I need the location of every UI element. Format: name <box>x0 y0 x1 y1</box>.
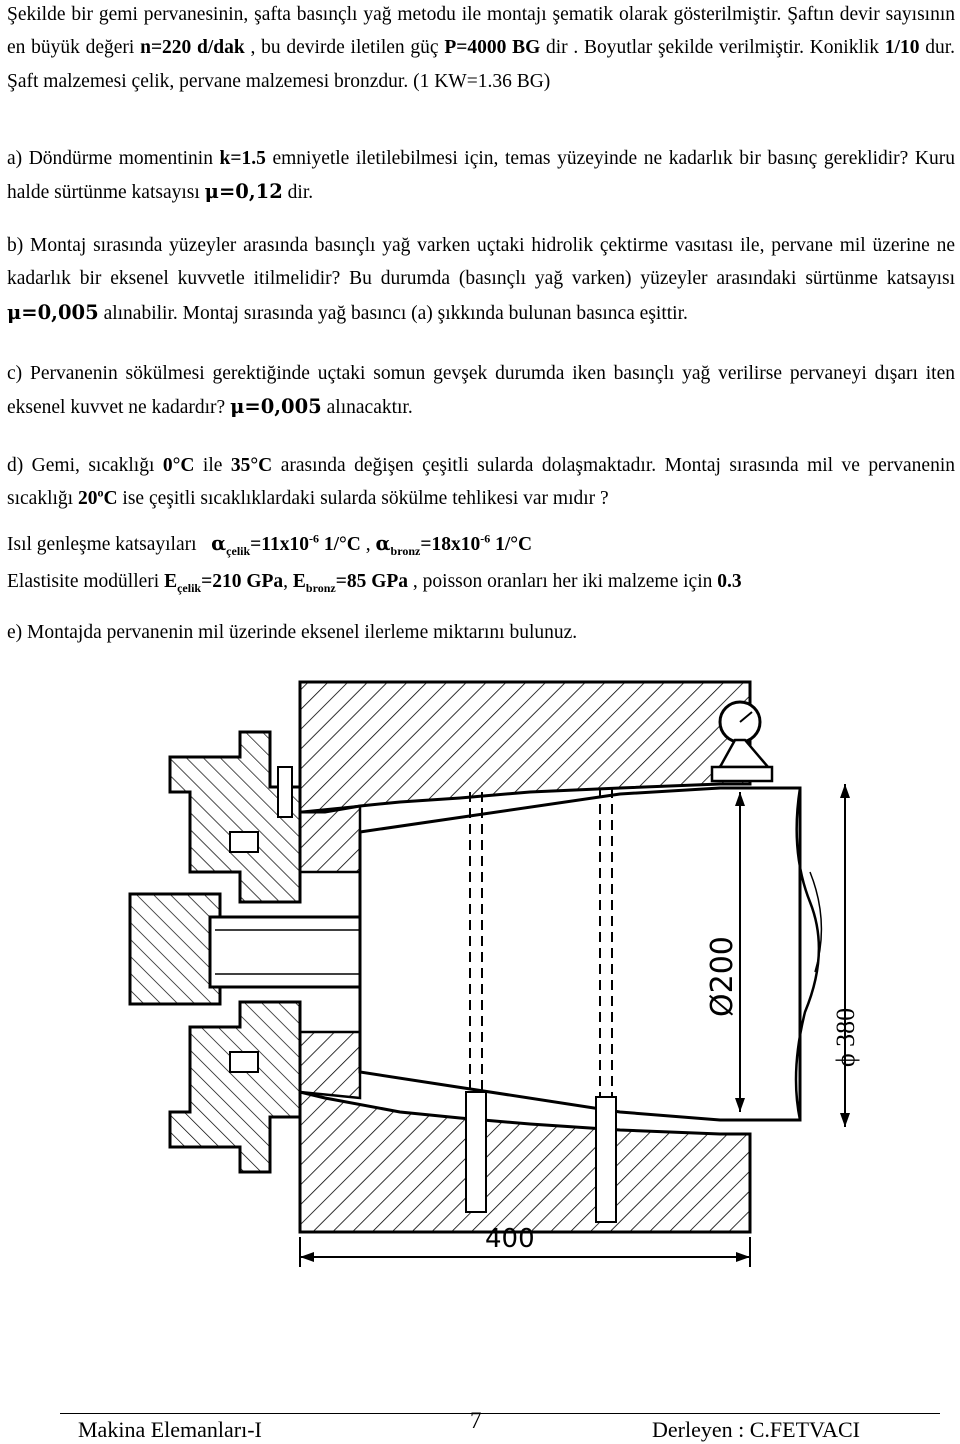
footer-rule <box>60 1413 940 1414</box>
E-bronze-value: =85 GPa <box>335 571 409 592</box>
page-number: 7 <box>470 1408 482 1433</box>
bronze-alpha-value: =18x10 <box>420 534 481 555</box>
E-steel-value: =210 GPa <box>201 571 284 592</box>
safety-factor: k=1.5 <box>219 148 266 169</box>
end-cap <box>168 730 302 1174</box>
qd-text-4: ise çeşitli sıcaklıklardaki sularda sökü… <box>117 488 609 510</box>
temp-assembly-unit: C <box>103 488 118 510</box>
poisson-text: , poisson oranları her iki malzeme için <box>408 571 718 592</box>
propeller-hub <box>298 680 752 1234</box>
intro-text-4: dur. Şaft malzemesi çelik, pervane malze… <box>7 37 955 92</box>
elasticity-sep: , <box>283 571 293 592</box>
qd-text-2: ile <box>194 455 231 476</box>
shaft <box>358 786 823 1122</box>
temp-assembly: 20oC <box>77 485 118 510</box>
temp-max: 35°C <box>230 455 273 476</box>
question-b: b) Montaj sırasında yüzeyler arasında ba… <box>7 229 955 330</box>
elasticity-label: Elastisite modülleri <box>7 571 165 592</box>
taper-value: 1/10 <box>884 37 920 59</box>
dim-inner-label: Ø200 <box>705 936 740 1017</box>
question-a: a) Döndürme momentinin k=1.5 emniyetle i… <box>7 142 955 210</box>
friction-dry: μ=0,12 <box>204 180 283 204</box>
thermal-label: Isıl genleşme katsayıları <box>7 534 197 555</box>
E-bronze-sub: bronz <box>305 580 336 595</box>
steel-alpha-value: =11x10 <box>250 534 309 555</box>
bronze-alpha-unit: 1/°C <box>490 534 533 555</box>
alpha-symbol-bronze: α <box>375 532 391 555</box>
intro-text-3: dir . Boyutlar şekilde verilmiştir. Koni… <box>540 37 885 59</box>
question-c: c) Pervanenin sökülmesi gerektiğinde uçt… <box>7 357 955 425</box>
intro-paragraph: Şekilde bir gemi pervanesinin, şafta bas… <box>7 0 955 98</box>
qc-text-2: alınacaktır. <box>321 397 413 419</box>
qe-text: e) Montajda pervanenin mil üzerinde ekse… <box>7 622 578 643</box>
qc-text-1: c) Pervanenin sökülmesi gerektiğinde uçt… <box>7 363 955 419</box>
question-d: d) Gemi, sıcaklığı 0°C ile 35°C arasında… <box>7 449 955 516</box>
oil-channels <box>277 766 617 1223</box>
bronze-alpha-exp: -6 <box>480 531 491 546</box>
steel-alpha-exp: -6 <box>308 531 319 546</box>
page-footer: Makina Elemanları-I 7 Derleyen : C.FETVA… <box>0 1405 960 1443</box>
bronze-sub: bronz <box>390 543 421 558</box>
friction-oil-c: μ=0,005 <box>230 395 322 419</box>
qb-text-1: b) Montaj sırasında yüzeyler arasında ba… <box>7 235 955 290</box>
qb-text-2: alınabilir. Montaj sırasında yağ basıncı… <box>98 302 688 324</box>
temp-min: 0°C <box>162 455 195 476</box>
footer-course: Makina Elemanları-I <box>78 1417 262 1442</box>
dim-length-label: 400 <box>485 1224 535 1254</box>
qd-text-1: d) Gemi, sıcaklığı <box>7 455 163 476</box>
qa-text-2: emniyetle iletilebilmesi için, temas yüz… <box>7 148 955 204</box>
temp-assembly-value: 20 <box>77 488 98 510</box>
alpha-symbol-steel: α <box>211 532 227 555</box>
E-symbol-steel: E <box>164 571 178 592</box>
steel-alpha-unit: 1/°C <box>318 534 361 555</box>
thermal-sep: , <box>360 534 376 555</box>
intro-text-2: , bu devirde iletilen güç <box>244 37 445 59</box>
intro-text-1: Şekilde bir gemi pervanesinin, şafta bas… <box>7 4 955 59</box>
power-value: P=4000 BG <box>444 37 541 59</box>
footer-author: Derleyen : C.FETVACI <box>652 1417 860 1442</box>
rpm-value: n=220 d/dak <box>140 37 245 59</box>
E-symbol-bronze: E <box>292 571 306 592</box>
friction-oil-b: μ=0,005 <box>7 300 99 324</box>
poisson-value: 0.3 <box>717 571 742 592</box>
E-steel-sub: çelik <box>177 580 202 595</box>
dimension-lines <box>299 784 850 1267</box>
propeller-shaft-drawing: Ø200 ϕ 380 400 <box>128 680 860 1267</box>
thermal-expansion-line: Isıl genleşme katsayıları αçelik=11x10-6… <box>7 527 955 561</box>
question-e: e) Montajda pervanenin mil üzerinde ekse… <box>7 616 955 649</box>
dial-gauge-icon <box>710 700 774 783</box>
degree-sup: o <box>97 485 104 500</box>
qd-text-3: arasında değişen çeşitli sularda dolaşma… <box>7 455 956 510</box>
qa-text-1: a) Döndürme momentinin <box>7 148 220 169</box>
elasticity-line: Elastisite modülleri Eçelik=210 GPa, Ebr… <box>7 565 955 598</box>
qa-text-3: dir. <box>282 182 314 204</box>
steel-sub: çelik <box>226 543 251 558</box>
dim-outer-label: ϕ 380 <box>831 1008 860 1067</box>
